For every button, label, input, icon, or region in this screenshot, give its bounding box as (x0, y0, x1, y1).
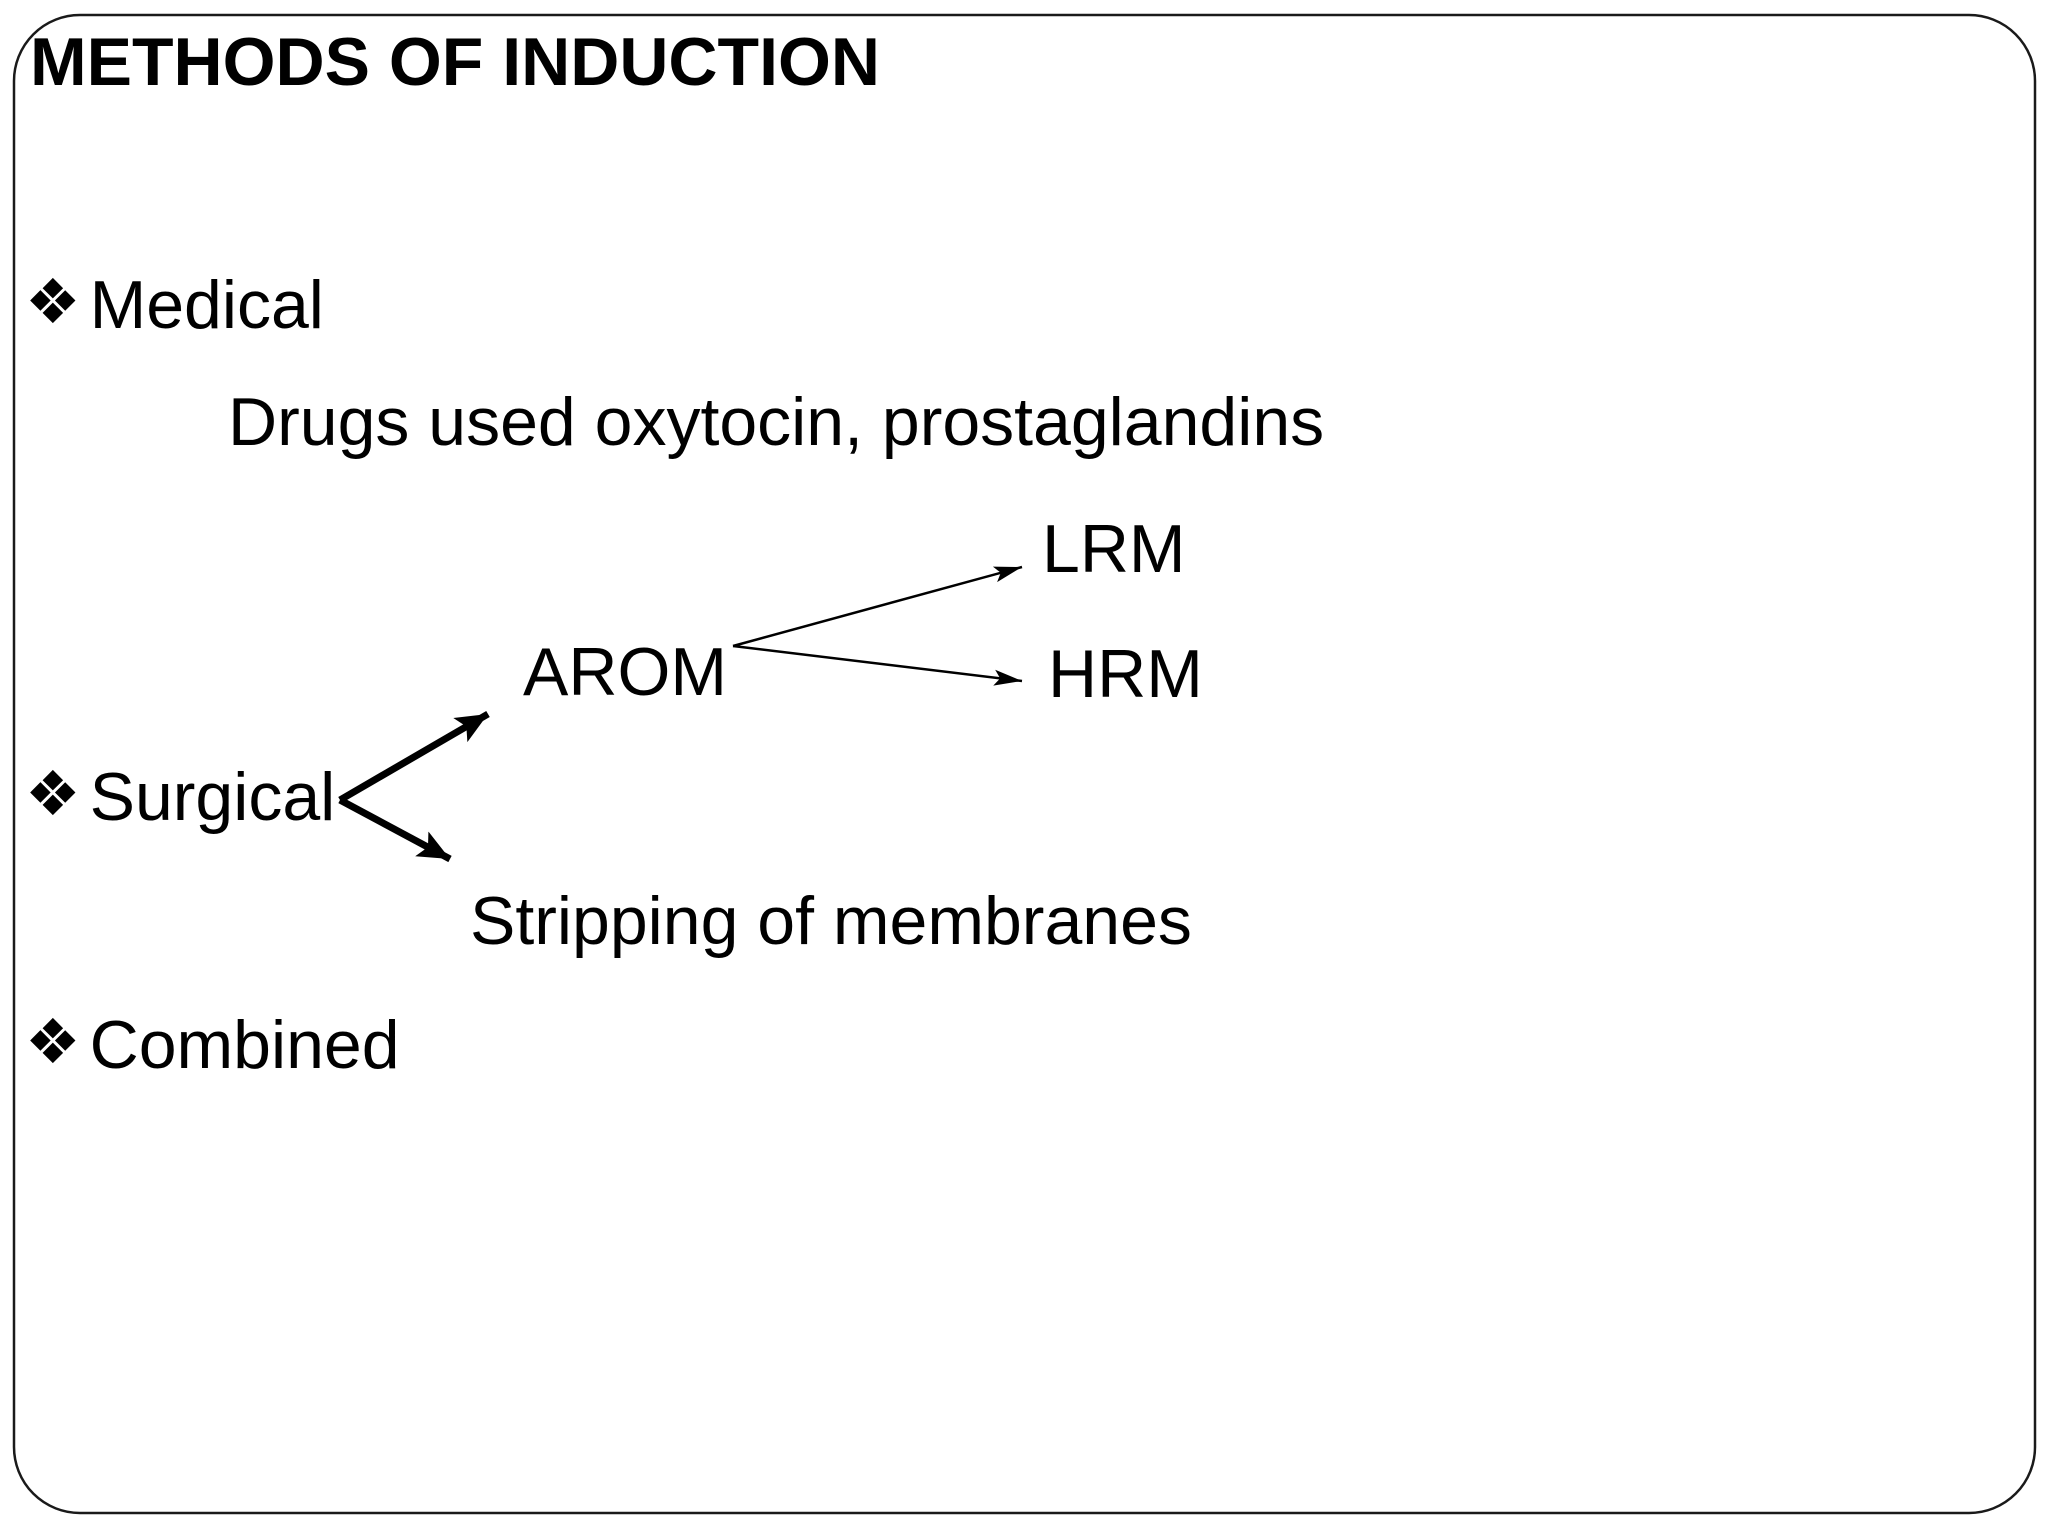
bullet-item-combined: ❖Combined (25, 1005, 400, 1080)
diamond-bullet-icon: ❖ (25, 1005, 81, 1078)
bullet-label-surgical: Surgical (89, 759, 336, 835)
subline-drugs: Drugs used oxytocin, prostaglandins (228, 388, 1324, 456)
slide-title: METHODS OF INDUCTION (30, 24, 880, 100)
subline-stripping: Stripping of membranes (470, 887, 1192, 955)
bullet-item-surgical: ❖Surgical (25, 757, 335, 832)
bullet-item-medical: ❖Medical (25, 265, 324, 340)
arrow-arom-to-lrm (732, 565, 1023, 648)
diagram-label-arom: AROM (523, 638, 727, 706)
subline-drugs-text: Drugs used oxytocin, prostaglandins (228, 384, 1325, 460)
bullet-label-combined: Combined (89, 1007, 400, 1083)
diamond-bullet-icon: ❖ (25, 265, 81, 338)
arrow-surgical-to-arom (338, 710, 490, 804)
bullet-label-medical: Medical (89, 267, 324, 343)
hrm-text: HRM (1048, 636, 1203, 712)
diagram-label-lrm: LRM (1042, 515, 1186, 583)
arrow-arom-to-hrm (732, 644, 1023, 686)
subline-stripping-text: Stripping of membranes (470, 883, 1192, 959)
diamond-bullet-icon: ❖ (25, 757, 81, 830)
lrm-text: LRM (1042, 511, 1186, 587)
arrow-surgical-to-stripping (338, 796, 452, 863)
arom-text: AROM (523, 634, 727, 710)
diagram-label-hrm: HRM (1048, 640, 1203, 708)
